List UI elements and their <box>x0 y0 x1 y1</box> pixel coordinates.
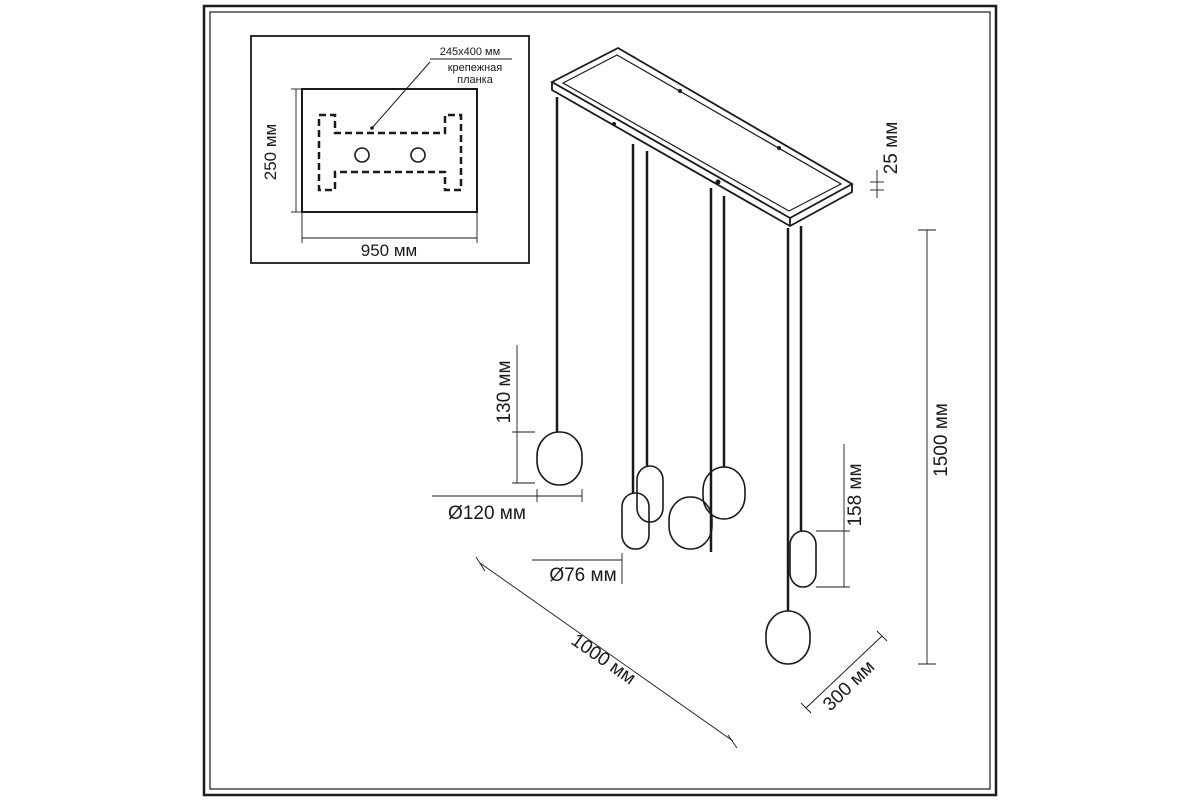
small-height-label: 158 мм <box>845 463 866 526</box>
total-height-label: 1500 мм <box>931 403 952 477</box>
canopy-thickness-dimension: 25 мм <box>870 122 902 198</box>
canopy-inner-rim <box>561 54 843 212</box>
inset-width-label: 950 мм <box>361 241 417 260</box>
cable-length-dimension: 130 мм <box>494 345 535 484</box>
shade-small-1 <box>636 465 664 523</box>
canopy-thickness-label: 25 мм <box>881 122 902 175</box>
shade-small-2 <box>621 492 650 550</box>
inset-frame <box>250 35 530 264</box>
length-label: 1000 мм <box>567 630 639 689</box>
plate-size-label: 245x400 мм <box>440 46 500 58</box>
outer-frame <box>202 4 998 797</box>
inset-height-label: 250 мм <box>261 124 280 180</box>
lamp-shades <box>536 431 817 665</box>
leader-dot <box>370 126 374 130</box>
large-diameter-dimension: Ø120 мм <box>432 489 583 524</box>
suspension-cables <box>555 97 803 611</box>
cable-length-label: 130 мм <box>494 360 515 423</box>
shade-large-1 <box>536 431 583 486</box>
mounting-hole-left <box>354 147 370 163</box>
small-diameter-dimension: Ø76 мм <box>532 553 623 586</box>
plate-label-line2: планка <box>457 74 494 86</box>
large-diameter-label: Ø120 мм <box>448 503 526 524</box>
canopy <box>550 46 854 228</box>
depth-label: 300 мм <box>819 657 879 716</box>
shade-large-4 <box>765 610 811 665</box>
shade-large-2 <box>668 496 713 550</box>
canopy-outer <box>550 46 854 220</box>
total-height-dimension: 1500 мм <box>918 229 952 665</box>
canopy-top-view <box>301 88 478 213</box>
shade-large-3 <box>702 466 746 520</box>
mounting-plate-outline <box>317 113 463 192</box>
depth-dimension: 300 мм <box>800 630 888 716</box>
plate-label-line1: крепежная <box>448 62 503 74</box>
mounting-inset: 245x400 мм крепежная планка 250 мм 950 м… <box>250 35 530 264</box>
small-diameter-label: Ø76 мм <box>549 565 616 586</box>
mounting-hole-right <box>410 147 426 163</box>
small-height-dimension: 158 мм <box>816 444 866 588</box>
shade-small-3 <box>789 530 817 588</box>
